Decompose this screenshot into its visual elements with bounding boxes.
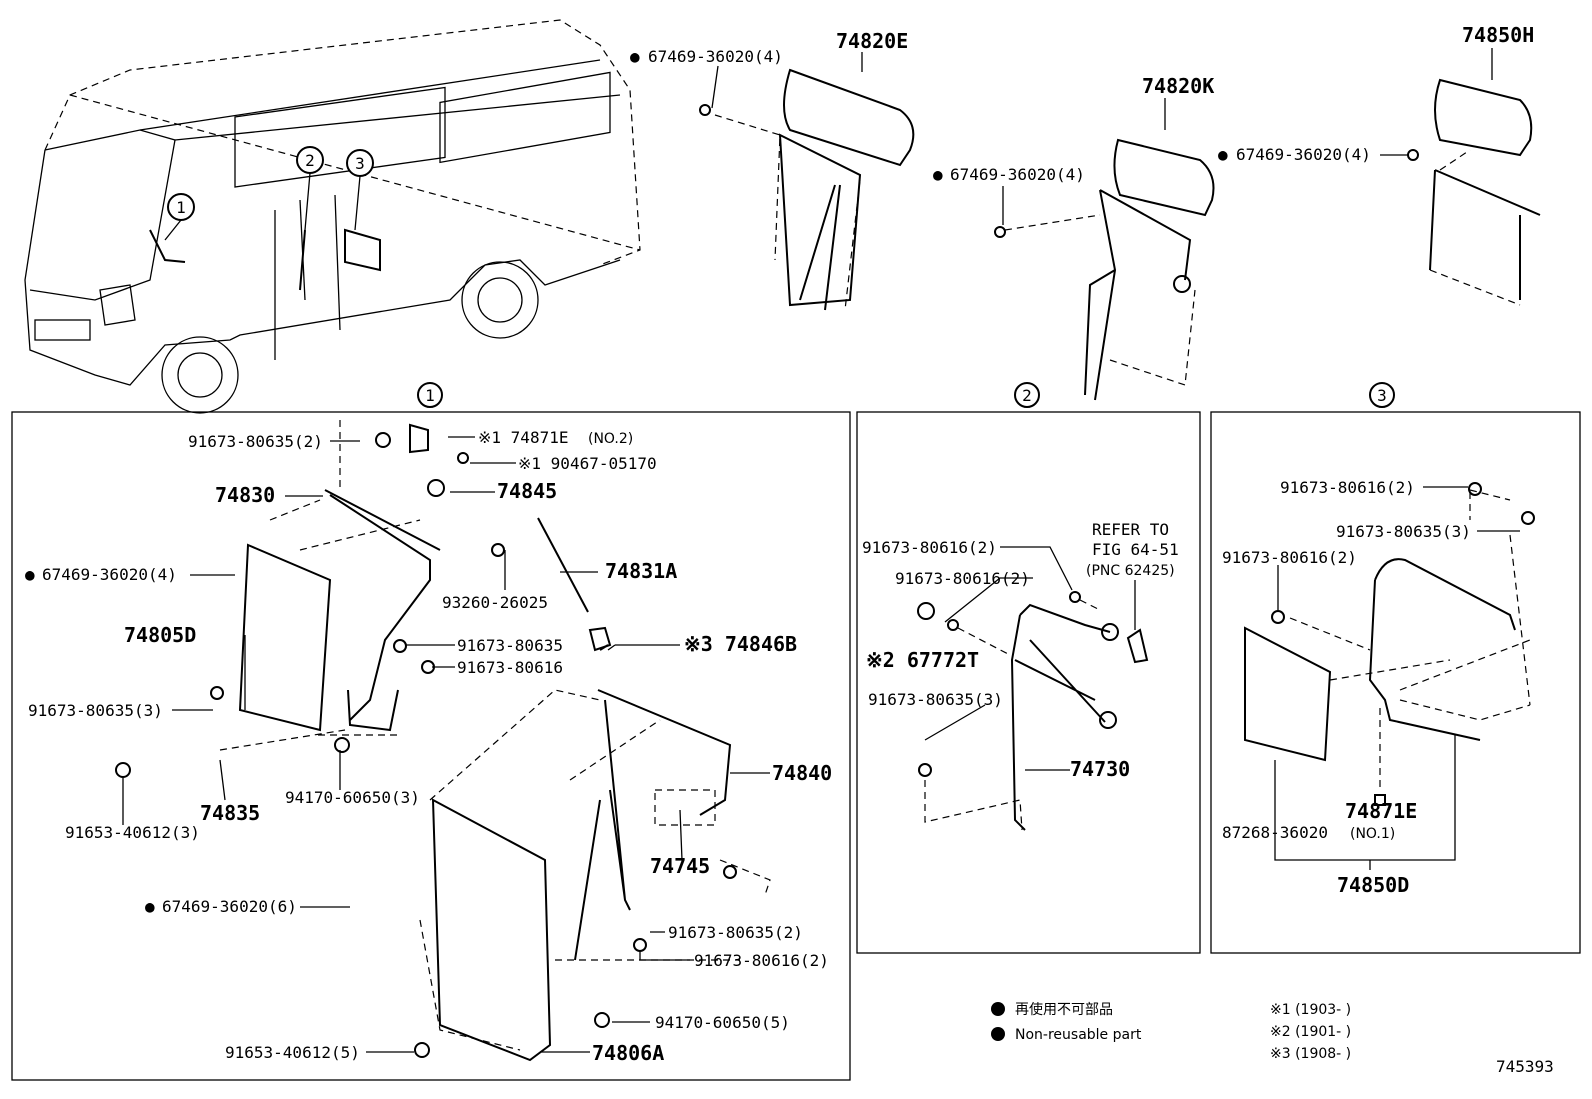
label-74850D: 74850D — [1337, 873, 1409, 897]
label-74806A: 74806A — [592, 1041, 664, 1065]
refer-line-1: REFER TO — [1092, 520, 1169, 539]
bullet-icon: ● — [25, 565, 35, 584]
label-67469-36020-4: 67469-36020(4) — [42, 565, 177, 584]
label-74830: 74830 — [215, 483, 275, 507]
panel-2-frame — [856, 411, 1201, 954]
view3-clip-label: 67469-36020(4) — [1236, 145, 1371, 164]
bullet-icon: ● — [630, 47, 640, 66]
view3-part-label: 74850H — [1462, 23, 1534, 47]
view1-clip-label: 67469-36020(4) — [648, 47, 783, 66]
label-91673-80616-2b: 91673-80616(2) — [1222, 548, 1357, 567]
label-91673-80635-3: 91673-80635(3) — [1336, 522, 1471, 541]
label-74871E-no2-sub: (NO.2) — [588, 431, 633, 447]
bullet-icon: ● — [145, 897, 155, 916]
label-74835: 74835 — [200, 801, 260, 825]
panel-3-frame — [1210, 411, 1581, 954]
label-91673-80635-3: 91673-80635(3) — [868, 690, 1003, 709]
figure-number: 745393 — [1496, 1057, 1554, 1076]
label-74805D: 74805D — [124, 623, 196, 647]
label-74845: 74845 — [497, 479, 557, 503]
view2-part-label: 74820K — [1142, 74, 1214, 98]
label-91673-80616: 91673-80616 — [457, 658, 563, 677]
bus-callout-1-label: 1 — [176, 198, 186, 217]
panel-3-circle-label: 3 — [1377, 386, 1387, 405]
label-91673-80635: 91673-80635 — [457, 636, 563, 655]
label-91673-80616-2b: 91673-80616(2) — [895, 569, 1030, 588]
legend-jp: 再使用不可部品 — [1015, 1001, 1113, 1018]
panel-1-frame — [11, 411, 851, 1081]
bullet-icon: ● — [933, 165, 943, 184]
legend-note-2: ※2 (1901- ) — [1270, 1024, 1351, 1040]
label-91673-80635-3: 91673-80635(3) — [28, 701, 163, 720]
legend-note-1: ※1 (1903- ) — [1270, 1002, 1351, 1018]
label-67469-36020-6: 67469-36020(6) — [162, 897, 297, 916]
legend-en: Non-reusable part — [1015, 1027, 1142, 1043]
top-view-1: ● 67469-36020(4) 74820E — [630, 29, 915, 311]
label-91673-80616-2: 91673-80616(2) — [694, 951, 829, 970]
label-93260-26025: 93260-26025 — [442, 593, 548, 612]
label-94170-60650-5: 94170-60650(5) — [655, 1013, 790, 1032]
legend-bullet-icon-1 — [991, 1002, 1005, 1016]
panel-2: REFER TO FIG 64-51 (PNC 62425) 91673-806… — [862, 520, 1179, 831]
panel-3-circle — [1369, 382, 1395, 408]
legend-note-3: ※3 (1908- ) — [1270, 1046, 1351, 1062]
label-91673-80635-2b: 91673-80635(2) — [668, 923, 803, 942]
top-view-2: ● 67469-36020(4) 74820K — [933, 74, 1215, 401]
legend-bullet-icon-2 — [991, 1027, 1005, 1041]
label-91653-40612-3: 91653-40612(3) — [65, 823, 200, 842]
bus-callout-2-label: 2 — [305, 151, 315, 170]
top-view-3: ● 67469-36020(4) 74850H — [1218, 23, 1541, 306]
label-91653-40612-5: 91653-40612(5) — [225, 1043, 360, 1062]
panel-1: 91673-80635(2) ※1 74871E (NO.2) ※1 90467… — [25, 420, 832, 1065]
label-91673-80616-2a: 91673-80616(2) — [1280, 478, 1415, 497]
label-74846B: ※3 74846B — [684, 632, 797, 656]
label-91673-80635-2a: 91673-80635(2) — [188, 432, 323, 451]
panel-2-circle — [1014, 382, 1040, 408]
label-74871E-no2: ※1 74871E — [478, 428, 568, 447]
label-94170-60650-3: 94170-60650(3) — [285, 788, 420, 807]
refer-line-2: FIG 64-51 — [1092, 540, 1179, 559]
label-74831A: 74831A — [605, 559, 677, 583]
label-74871E-no1: 74871E — [1345, 799, 1417, 823]
bus-illustration: 1 2 3 — [24, 19, 641, 414]
label-87268-36020: 87268-36020 — [1222, 823, 1328, 842]
bus-callout-3-label: 3 — [355, 154, 365, 173]
bullet-icon: ● — [1218, 145, 1228, 164]
refer-line-3: (PNC 62425) — [1086, 563, 1175, 579]
label-67772T: ※2 67772T — [866, 648, 979, 672]
panel-1-circle-label: 1 — [425, 386, 435, 405]
view2-clip-label: 67469-36020(4) — [950, 165, 1085, 184]
label-91673-80616-2a: 91673-80616(2) — [862, 538, 997, 557]
view1-part-label: 74820E — [836, 29, 908, 53]
panel-3: 91673-80616(2) 91673-80635(3) 91673-8061… — [1222, 478, 1535, 897]
label-74745: 74745 — [650, 854, 710, 878]
label-74871E-no1-sub: (NO.1) — [1350, 826, 1395, 842]
label-90467-05170: ※1 90467-05170 — [518, 454, 657, 473]
label-74730: 74730 — [1070, 757, 1130, 781]
panel-2-circle-label: 2 — [1022, 386, 1032, 405]
panel-1-circle — [417, 382, 443, 408]
legend: 再使用不可部品 Non-reusable part ※1 (1903- ) ※2… — [991, 1001, 1351, 1062]
label-74840: 74840 — [772, 761, 832, 785]
